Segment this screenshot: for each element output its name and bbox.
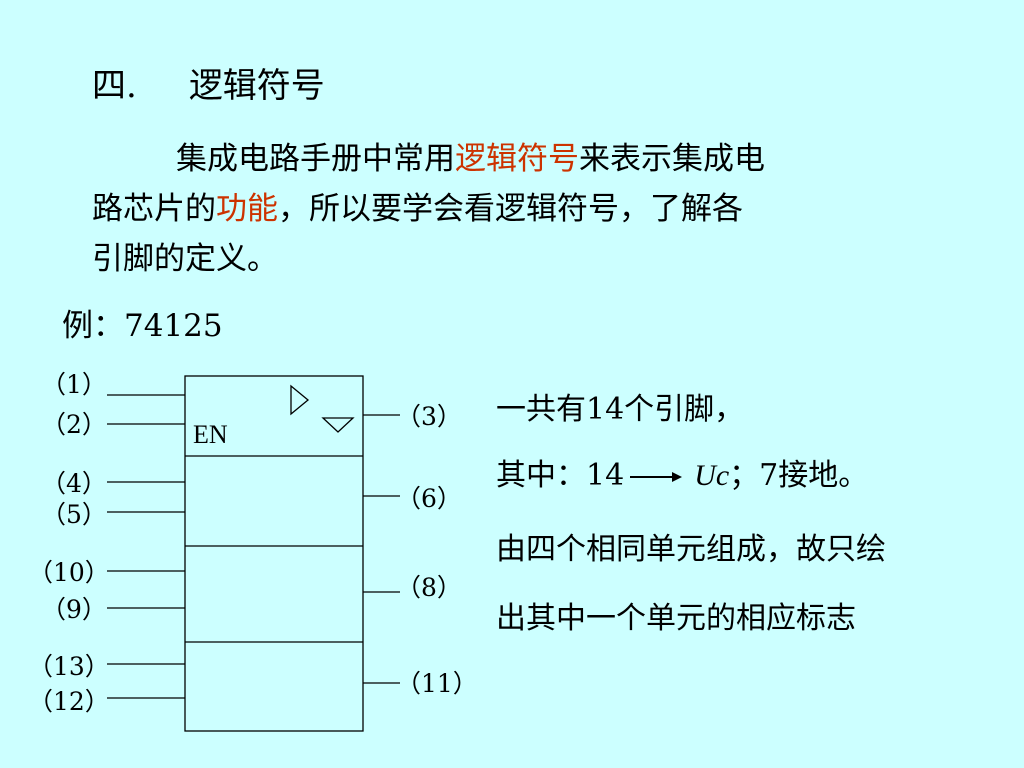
note-text: ；7接地。 xyxy=(729,458,869,493)
highlight-logic-symbol: 逻辑符号 xyxy=(455,141,579,177)
pin-label-2: （2） xyxy=(41,410,107,439)
paragraph-line-3: 引脚的定义。 xyxy=(92,241,278,277)
title-number: 四. xyxy=(92,66,137,106)
paragraph-text: 集成电路手册中常用 xyxy=(176,141,455,177)
symbol-outline xyxy=(184,375,364,732)
note-line-4: 出其中一个单元的相应标志 xyxy=(496,601,856,636)
page-title: 四. 逻辑符号 xyxy=(92,58,325,107)
arrow-right-icon xyxy=(630,472,683,482)
pin-label-4: （4） xyxy=(41,469,107,498)
pin-label-1: （1） xyxy=(41,370,107,399)
title-text: 逻辑符号 xyxy=(188,66,325,106)
paragraph-line-1: 集成电路手册中常用逻辑符号来表示集成电 xyxy=(176,134,765,184)
pin-label-10: （10） xyxy=(28,558,110,587)
paragraph-text: 来表示集成电 xyxy=(579,141,765,177)
uc-label: Uc xyxy=(694,459,730,492)
pin-label-9: （9） xyxy=(41,595,107,624)
tristate-triangle-icon xyxy=(321,417,355,433)
buffer-triangle-icon xyxy=(290,384,310,416)
paragraph-line-2: 路芯片的功能，所以要学会看逻辑符号，了解各 xyxy=(92,184,743,234)
pin-label-12: （12） xyxy=(28,687,110,716)
example-label: 例：74125 xyxy=(62,308,223,344)
pin-label-3: （3） xyxy=(396,402,462,431)
pin-label-5: （5） xyxy=(41,500,107,529)
pin-label-6: （6） xyxy=(396,484,462,513)
highlight-function: 功能 xyxy=(216,191,278,227)
note-line-2: 其中：14 Uc；7接地。 xyxy=(496,450,868,494)
note-text: 其中：14 xyxy=(496,458,625,493)
pin-label-13: （13） xyxy=(28,652,110,681)
enable-label: EN xyxy=(193,420,228,449)
pin-label-8: （8） xyxy=(396,573,462,602)
note-line-1: 一共有14个引脚， xyxy=(496,392,745,427)
paragraph-text: 路芯片的 xyxy=(92,191,216,227)
note-line-3: 由四个相同单元组成，故只绘 xyxy=(496,532,886,567)
pin-label-11: （11） xyxy=(396,669,478,698)
paragraph-text: ，所以要学会看逻辑符号，了解各 xyxy=(278,191,743,227)
